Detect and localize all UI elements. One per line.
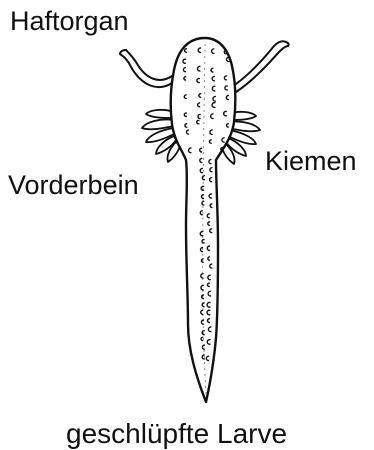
label-foreleg: Vorderbein bbox=[8, 172, 139, 199]
figure-caption: geschlüpfte Larve bbox=[66, 420, 287, 448]
adhesive-organ-right bbox=[236, 41, 289, 92]
label-gills: Kiemen bbox=[265, 148, 357, 175]
adhesive-organ-left bbox=[120, 50, 172, 87]
label-adhesive-organ: Haftorgan bbox=[10, 8, 129, 35]
